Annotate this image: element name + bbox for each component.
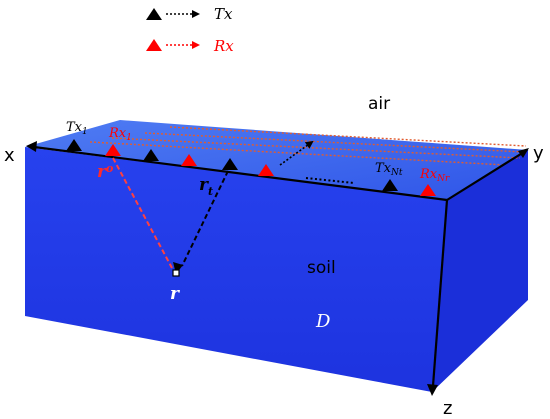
tx-triangle: [143, 149, 159, 161]
tx-triangle: [222, 158, 238, 170]
rxnr-label: RxNr: [419, 167, 450, 184]
tx-triangle: [382, 179, 398, 191]
soil-block: [25, 120, 529, 393]
soil-label: soil: [307, 258, 336, 278]
tx1-label: Tx1: [66, 120, 88, 137]
receivers: [105, 144, 436, 196]
legend: Tx Rx: [146, 5, 234, 55]
axis-x-label: x: [4, 145, 15, 166]
x-axis-arrowhead: [26, 141, 37, 152]
axis-z-label: z: [443, 398, 452, 419]
legend-rx-label: Rx: [213, 37, 234, 55]
r-t-label: rt: [199, 175, 213, 198]
vector-r-o: [112, 157, 173, 269]
x-axis-line: [33, 145, 448, 202]
rx-triangle: [420, 184, 436, 196]
r-o-label: ro: [97, 162, 113, 182]
z-axis-line: [431, 199, 449, 387]
soil-side-face: [432, 150, 528, 392]
vector-r-t: [181, 170, 229, 267]
rx-triangle: [181, 154, 197, 166]
y-axis-arrowhead: [518, 148, 529, 158]
tx-triangle: [66, 139, 82, 151]
propagation-arrow: [279, 140, 314, 166]
soil-top-face: [25, 120, 528, 200]
transmitters: [66, 139, 398, 191]
point-r-label: r: [170, 284, 180, 304]
axis-y-label: y: [533, 143, 544, 164]
y-axis-line: [446, 151, 525, 201]
soil-front-face: [25, 147, 447, 392]
rx-triangle: [105, 144, 121, 156]
rx-lines: [89, 126, 527, 166]
txnt-label: TxNt: [375, 161, 403, 178]
legend-rx-triangle: [146, 39, 162, 51]
legend-tx-label: Tx: [214, 5, 233, 23]
air-label: air: [368, 94, 390, 114]
rx-triangle: [258, 164, 274, 176]
rx1-label: Rx1: [108, 126, 132, 143]
z-axis-arrowhead: [427, 384, 438, 396]
ellipsis-dots: [305, 177, 355, 184]
point-r-marker: [172, 269, 180, 277]
legend-tx-triangle: [146, 8, 162, 20]
domain-label: D: [315, 311, 331, 332]
